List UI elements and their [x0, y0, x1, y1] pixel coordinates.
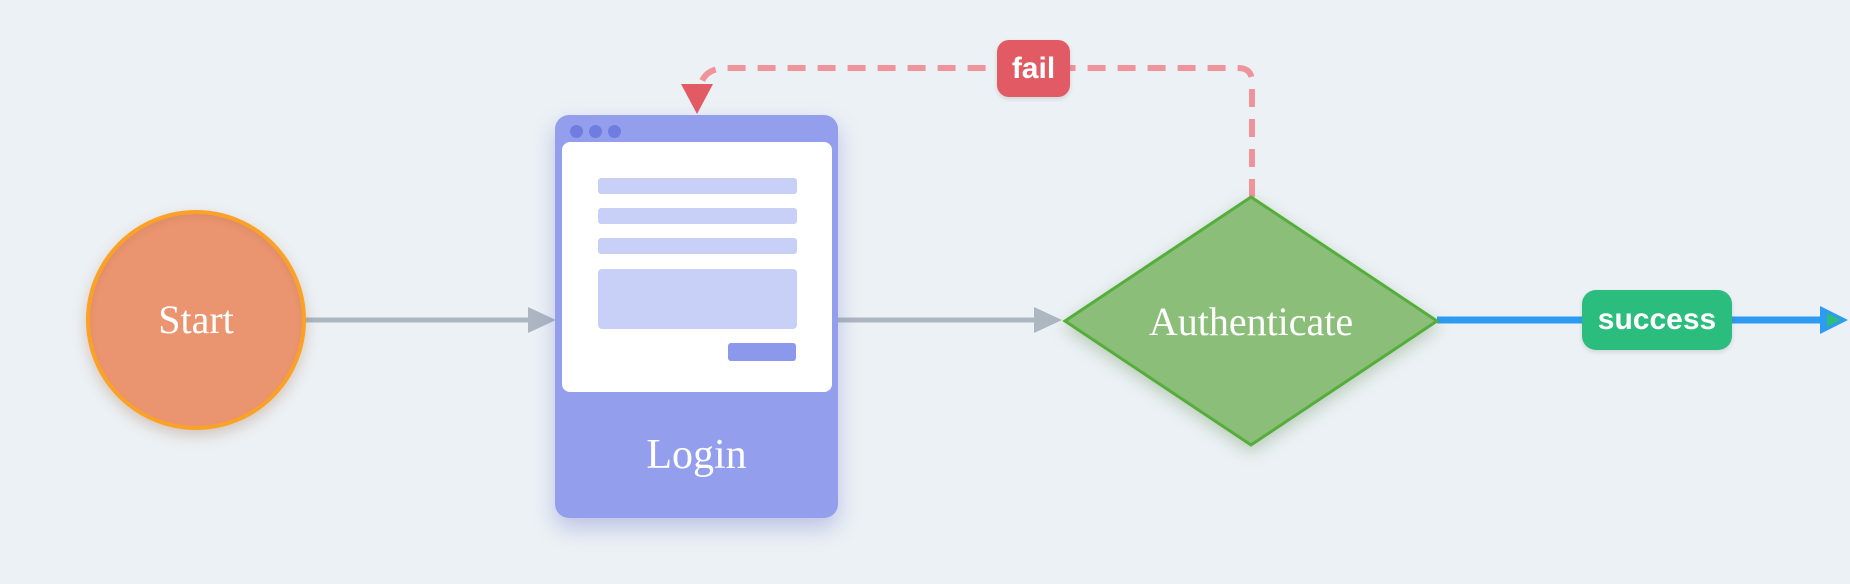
window-control-dot-icon [570, 125, 583, 138]
form-field-placeholder [598, 208, 797, 224]
arrowhead-inner-icon [1827, 313, 1841, 327]
fail-edge-label[interactable]: fail [997, 40, 1070, 97]
form-field-placeholder [598, 238, 797, 254]
form-textarea-placeholder [598, 269, 797, 329]
form-submit-placeholder [728, 343, 796, 361]
edge-fail-dashed-path [697, 65, 1255, 197]
arrowhead-down-icon [681, 84, 713, 114]
start-node[interactable]: Start [86, 210, 306, 430]
arrowhead-right-icon [1034, 307, 1062, 333]
edge-login-to-authenticate[interactable] [838, 307, 1062, 333]
form-field-placeholder [598, 178, 797, 194]
arrowhead-right-icon [528, 307, 556, 333]
login-form-mockup [562, 142, 832, 392]
window-control-dot-icon [608, 125, 621, 138]
login-node[interactable]: Login [555, 115, 838, 518]
edge-start-to-login[interactable] [306, 307, 556, 333]
authenticate-node-shape[interactable] [1062, 195, 1440, 447]
edge-fail[interactable] [681, 65, 1255, 197]
window-controls [570, 125, 621, 138]
success-edge-label[interactable]: success [1582, 290, 1732, 350]
start-node-label: Start [158, 297, 234, 342]
window-control-dot-icon [589, 125, 602, 138]
login-node-label: Login [646, 432, 747, 478]
